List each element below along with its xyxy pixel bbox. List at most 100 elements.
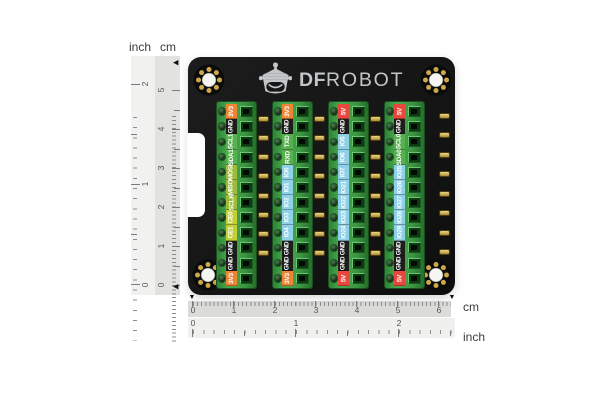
pin-label: IO29 [394, 225, 405, 241]
board-right-marker-icon: ▼ [448, 294, 456, 301]
inch-minor-ticks [133, 117, 137, 341]
terminal-wire-slots [294, 104, 310, 286]
pin-label: SDA0 [394, 149, 405, 165]
pin-label: SCLK [226, 194, 237, 211]
pin-label: TXD [282, 134, 293, 150]
pin-label: IO25 [394, 164, 405, 180]
left-ruler-cm-scale [155, 56, 180, 342]
pin-label: 5V [394, 104, 405, 120]
pin-label: GND [226, 119, 237, 135]
smd-resistor-column [440, 114, 449, 254]
pin-label: IO6 [338, 149, 349, 165]
cm-scale-number: 0 [155, 282, 166, 288]
pin-label: IO21 [338, 179, 349, 196]
cm-scale-number: 4 [354, 305, 360, 315]
cm-scale-number: 1 [231, 305, 237, 315]
board-edge-notch [187, 133, 205, 217]
cm-major-tick [397, 301, 398, 307]
cm-medium-tick [174, 109, 180, 111]
inch-major-tick [398, 329, 399, 337]
bottom-ruler-inch-scale [188, 318, 455, 338]
dfrobot-logo: DFROBOT [259, 62, 404, 99]
pin-label: IO1 [282, 179, 293, 196]
bottom-ruler-cm-unit: cm [463, 300, 479, 314]
pin-label: GND [394, 119, 405, 135]
mounting-hole [193, 64, 225, 96]
bottom-ruler-cm-scale [188, 301, 451, 317]
cm-scale-number: 0 [190, 305, 196, 315]
cm-major-tick [172, 246, 180, 247]
pin-label: IO7 [338, 164, 349, 180]
pin-label: CE1 [226, 225, 237, 241]
terminal-column-3: 5V GND IO5 IO6 IO7 IO21 IO22 IO23 IO24 G… [329, 102, 368, 288]
inch-scale-number: 2 [139, 81, 150, 87]
inch-minor-ticks [192, 330, 455, 334]
cm-major-tick [172, 284, 180, 286]
smd-resistor-column [371, 117, 380, 255]
board-left-marker-icon: ▼ [188, 294, 196, 301]
inch-scale-number: 1 [139, 181, 150, 187]
left-ruler-inch-unit: inch [129, 40, 152, 54]
pin-label: GND [226, 240, 237, 256]
brand-name-rest: ROBOT [326, 68, 405, 91]
pin-label-strip: 5V GND SCL0 SDA0 IO25 IO26 IO27 IO28 IO2… [394, 104, 405, 287]
terminal-column-1: 3V3 GND SCL1 SDA1 MOSI MISO SCLK CE0 CE1… [217, 102, 256, 288]
inch-medium-tick [131, 234, 137, 235]
inch-scale-number: 0 [190, 318, 196, 328]
inch-medium-tick [346, 331, 348, 336]
cm-scale-number: 2 [155, 204, 166, 210]
cm-minor-ticks [192, 302, 451, 306]
pin-label: GND [338, 119, 349, 135]
left-ruler-units: inch cm [129, 40, 176, 54]
board-top-marker-icon: ◀ [173, 59, 179, 67]
smd-resistor-column [259, 117, 268, 255]
cm-major-tick [172, 129, 180, 130]
inch-medium-tick [449, 331, 451, 336]
cm-scale-number: 5 [155, 87, 166, 93]
pin-label: IO27 [394, 195, 405, 211]
terminal-screw-heads [386, 104, 394, 286]
inch-major-tick [131, 284, 140, 285]
pin-label: IO24 [338, 225, 349, 241]
mounting-hole [420, 64, 452, 96]
pin-label: MOSI [226, 165, 237, 180]
pin-label: GND [282, 240, 293, 256]
cm-major-tick [172, 207, 180, 208]
pin-label: GND [282, 255, 293, 271]
left-ruler-inch-scale [131, 56, 155, 341]
pin-label: SCL1 [226, 134, 237, 150]
cm-major-tick [172, 168, 180, 169]
cm-scale-number: 2 [272, 305, 278, 315]
pin-label: GND [394, 240, 405, 256]
inch-major-tick [192, 329, 193, 337]
left-ruler-cm-unit: cm [160, 40, 177, 54]
pin-label-strip: 3V3 GND SCL1 SDA1 MOSI MISO SCLK CE0 CE1… [226, 104, 237, 287]
pin-label: IO5 [338, 134, 349, 150]
pin-label: IO22 [338, 195, 349, 211]
cm-scale-number: 3 [155, 165, 166, 171]
pin-label: 3V3 [226, 104, 237, 120]
pin-label: 3V3 [226, 270, 237, 287]
pin-label: MISO [226, 180, 237, 195]
inch-scale-number: 0 [139, 282, 150, 288]
pin-label: CE0 [226, 210, 237, 226]
pin-label: IO23 [338, 210, 349, 226]
bottom-ruler-inch-unit: inch [463, 330, 486, 344]
cm-minor-ticks [172, 116, 176, 342]
cm-major-tick [438, 301, 439, 307]
cm-major-tick [233, 301, 234, 307]
pin-label: IO3 [282, 210, 293, 226]
cm-medium-tick [174, 265, 180, 267]
cm-major-tick [192, 301, 193, 307]
pin-label: IO28 [394, 210, 405, 226]
terminal-block-hat-board: DFROBOT 3V3 GND SCL1 SDA1 MOSI MISO SCLK… [187, 57, 455, 295]
inch-major-tick [131, 84, 140, 85]
terminal-column-2: 3V3 GND TXD RXD IO0 IO1 IO2 IO3 IO4 GND … [273, 102, 312, 288]
cm-major-tick [172, 90, 180, 91]
smd-resistor-column [315, 117, 324, 255]
brand-name-bold: DF [299, 68, 326, 91]
pin-label-strip: 5V GND IO5 IO6 IO7 IO21 IO22 IO23 IO24 G… [338, 104, 349, 287]
terminal-wire-slots [238, 104, 254, 286]
inch-major-tick [295, 329, 296, 337]
